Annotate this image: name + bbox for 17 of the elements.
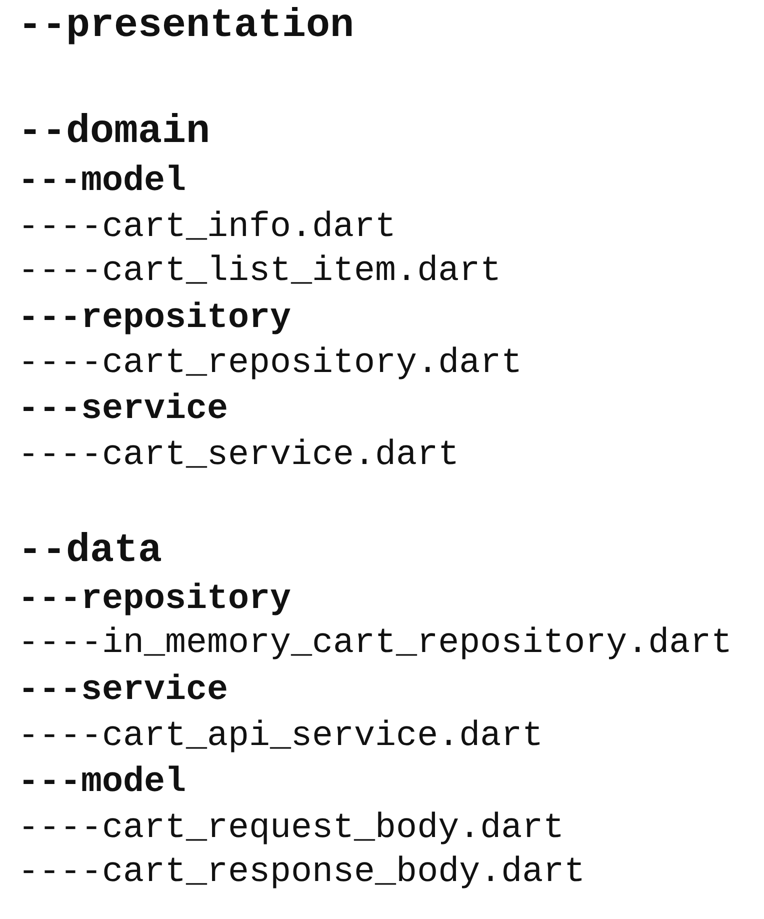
file-name: ----in_memory_cart_repository.dart [18, 626, 732, 660]
file-name: ----cart_response_body.dart [18, 854, 586, 890]
folder-name: ---model [18, 764, 186, 800]
file-name: ----cart_api_service.dart [18, 718, 544, 754]
section-heading: --domain [18, 113, 210, 153]
file-name: ----cart_list_item.dart [18, 254, 502, 288]
folder-name: ---service [18, 672, 228, 708]
file-name: ----cart_info.dart [18, 210, 396, 244]
file-name: ----cart_request_body.dart [18, 810, 564, 846]
folder-name: ---repository [18, 582, 292, 616]
folder-name: ---model [18, 164, 186, 198]
section-heading: --data [18, 532, 162, 572]
file-name: ----cart_repository.dart [18, 346, 522, 380]
folder-name: ---repository [18, 300, 292, 336]
file-name: ----cart_service.dart [18, 438, 460, 472]
folder-name: ---service [18, 392, 228, 426]
section-heading: --presentation [18, 7, 354, 47]
